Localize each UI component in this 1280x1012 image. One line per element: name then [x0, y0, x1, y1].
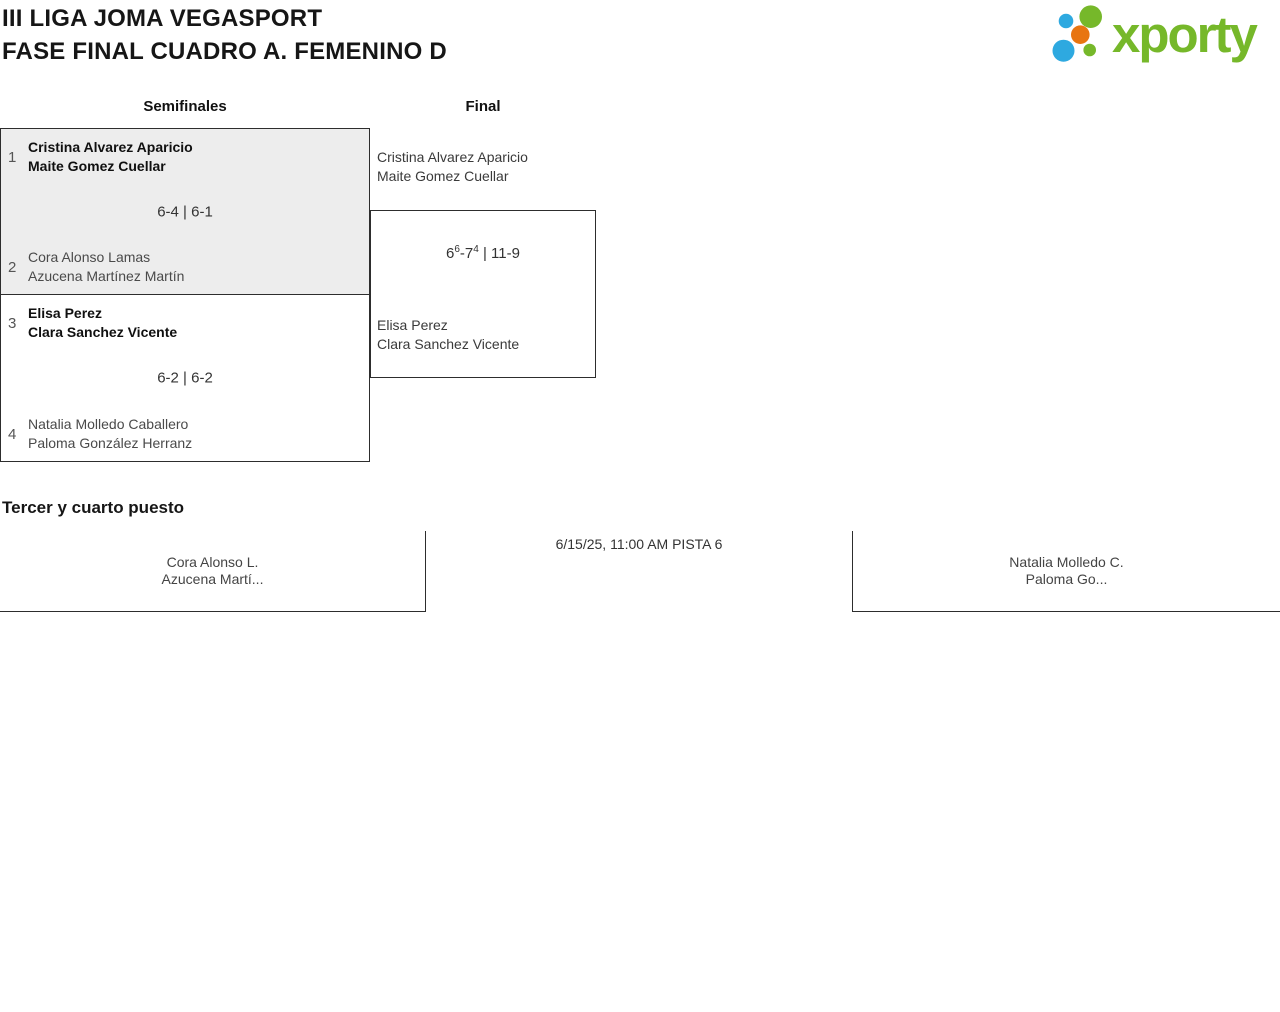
final-team-bottom: Elisa Perez Clara Sanchez Vicente: [377, 316, 519, 354]
match-score: 6-4 | 6-1: [157, 203, 213, 220]
page-title-line1: III LIGA JOMA VEGASPORT: [2, 5, 323, 32]
team-names: Natalia Molledo Caballero Paloma Gonzále…: [28, 415, 192, 453]
third-place-heading: Tercer y cuarto puesto: [2, 498, 185, 517]
player-name: Maite Gomez Cuellar: [28, 158, 166, 174]
logo-dot-blue-small: [1058, 13, 1074, 29]
player-name: Cora Alonso Lamas: [28, 249, 151, 265]
seed-number: 3: [8, 314, 17, 332]
semifinal1-team-bottom: 2 Cora Alonso Lamas Azucena Martínez Mar…: [8, 248, 184, 286]
round-header-semifinales: Semifinales: [143, 98, 227, 115]
match-score: 6-2 | 6-2: [157, 369, 213, 387]
semifinal1-team-top: 1 Cristina Alvarez Aparicio Maite Gomez …: [8, 138, 193, 176]
round-header-final: Final: [465, 98, 501, 115]
score-rest: | 11-9: [478, 245, 520, 262]
logo-dot-blue-large: [1052, 39, 1075, 62]
semifinal2-team-top: 3 Elisa Perez Clara Sanchez Vicente: [8, 304, 177, 342]
match-third-place-left[interactable]: Cora Alonso L. Azucena Martí...: [0, 531, 426, 612]
seed-number: 2: [8, 258, 17, 276]
player-name: Paloma González Herranz: [28, 435, 193, 451]
logo-wordmark: xporty: [1112, 6, 1259, 63]
player-name: Elisa Perez: [28, 305, 102, 321]
team-names: Natalia Molledo C. Paloma Go...: [1009, 554, 1123, 588]
logo-dot-orange: [1071, 25, 1090, 44]
score-set1: 6: [446, 245, 455, 262]
seed-number: 4: [8, 425, 17, 443]
match-semifinal-1[interactable]: 1 Cristina Alvarez Aparicio Maite Gomez …: [0, 128, 370, 295]
player-name: Natalia Molledo C.: [1009, 554, 1124, 570]
player-name: Cristina Alvarez Aparicio: [28, 139, 193, 155]
page-title-line2: FASE FINAL CUADRO A. FEMENINO D: [2, 38, 447, 65]
player-name: Elisa Perez: [377, 317, 448, 333]
player-name: Cristina Alvarez Aparicio: [377, 149, 528, 165]
player-name: Clara Sanchez Vicente: [28, 324, 178, 340]
player-name: Natalia Molledo Caballero: [28, 416, 189, 432]
team-names: Cora Alonso L. Azucena Martí...: [162, 554, 264, 588]
final-score: 66-74 | 11-9: [371, 244, 595, 262]
page-title: III LIGA JOMA VEGASPORT FASE FINAL CUADR…: [2, 2, 447, 68]
logo-dot-green-large: [1079, 5, 1102, 28]
final-team-top: Cristina Alvarez Aparicio Maite Gomez Cu…: [377, 148, 528, 186]
xporty-logo-icon: xporty: [1052, 5, 1261, 63]
player-name: Paloma Go...: [1025, 571, 1108, 587]
logo-dot-green-small: [1083, 43, 1096, 57]
score-set1b: -7: [459, 245, 474, 262]
score-set1b-tiebreak: 4: [473, 244, 479, 255]
team-names: Cristina Alvarez Aparicio Maite Gomez Cu…: [28, 138, 193, 176]
player-name: Cora Alonso L.: [166, 554, 259, 570]
player-name: Clara Sanchez Vicente: [377, 336, 520, 352]
third-place-match-info: 6/15/25, 11:00 AM PISTA 6: [555, 536, 723, 552]
xporty-logo[interactable]: xporty: [1050, 0, 1280, 66]
match-semifinal-2[interactable]: 3 Elisa Perez Clara Sanchez Vicente 6-2 …: [0, 294, 370, 462]
match-final[interactable]: 66-74 | 11-9 Elisa Perez Clara Sanchez V…: [370, 210, 596, 378]
team-names: Cora Alonso Lamas Azucena Martínez Martí…: [28, 248, 184, 286]
seed-number: 1: [8, 148, 17, 166]
player-name: Maite Gomez Cuellar: [377, 168, 509, 184]
team-names: Elisa Perez Clara Sanchez Vicente: [28, 304, 177, 342]
match-third-place-right[interactable]: Natalia Molledo C. Paloma Go...: [852, 531, 1280, 612]
player-name: Azucena Martí...: [161, 571, 264, 587]
semifinal2-team-bottom: 4 Natalia Molledo Caballero Paloma Gonzá…: [8, 415, 192, 453]
score-set1-tiebreak: 6: [454, 244, 460, 255]
player-name: Azucena Martínez Martín: [28, 268, 185, 284]
